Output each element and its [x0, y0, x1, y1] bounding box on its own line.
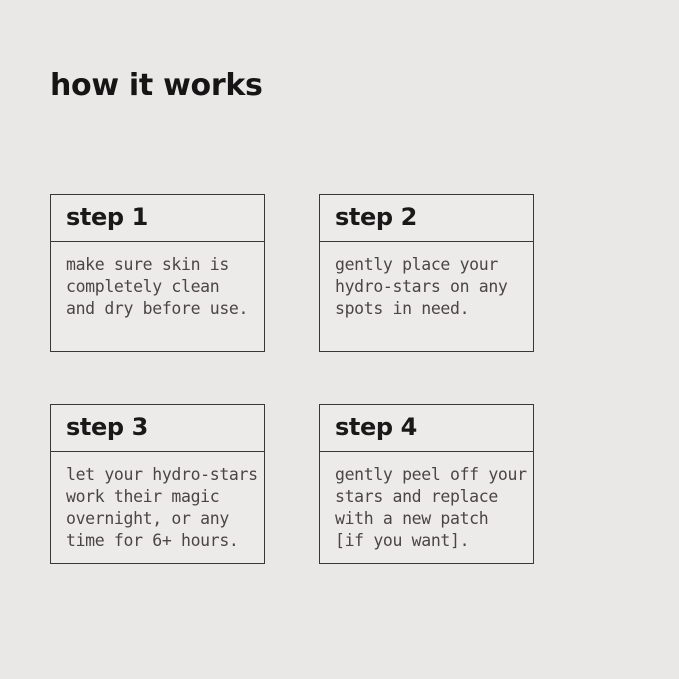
step-1-label: step 1	[66, 203, 148, 231]
step-4-body-text: gently peel off your stars and replace w…	[335, 465, 527, 550]
step-1-body-text: make sure skin is completely clean and d…	[66, 255, 249, 318]
step-card-2: step 2 gently place your hydro-stars on …	[319, 194, 534, 352]
step-card-4-header: step 4	[320, 405, 533, 452]
steps-grid: step 1 make sure skin is completely clea…	[50, 194, 534, 564]
page-title: how it works	[50, 68, 263, 103]
step-3-label: step 3	[66, 413, 148, 441]
step-card-4: step 4 gently peel off your stars and re…	[319, 404, 534, 564]
step-3-body-text: let your hydro-stars work their magic ov…	[66, 465, 258, 550]
step-card-3: step 3 let your hydro-stars work their m…	[50, 404, 265, 564]
step-card-1: step 1 make sure skin is completely clea…	[50, 194, 265, 352]
step-card-1-header: step 1	[51, 195, 264, 242]
step-2-body-text: gently place your hydro-stars on any spo…	[335, 255, 508, 318]
step-2-label: step 2	[335, 203, 417, 231]
step-4-label: step 4	[335, 413, 417, 441]
step-card-3-header: step 3	[51, 405, 264, 452]
step-card-2-header: step 2	[320, 195, 533, 242]
